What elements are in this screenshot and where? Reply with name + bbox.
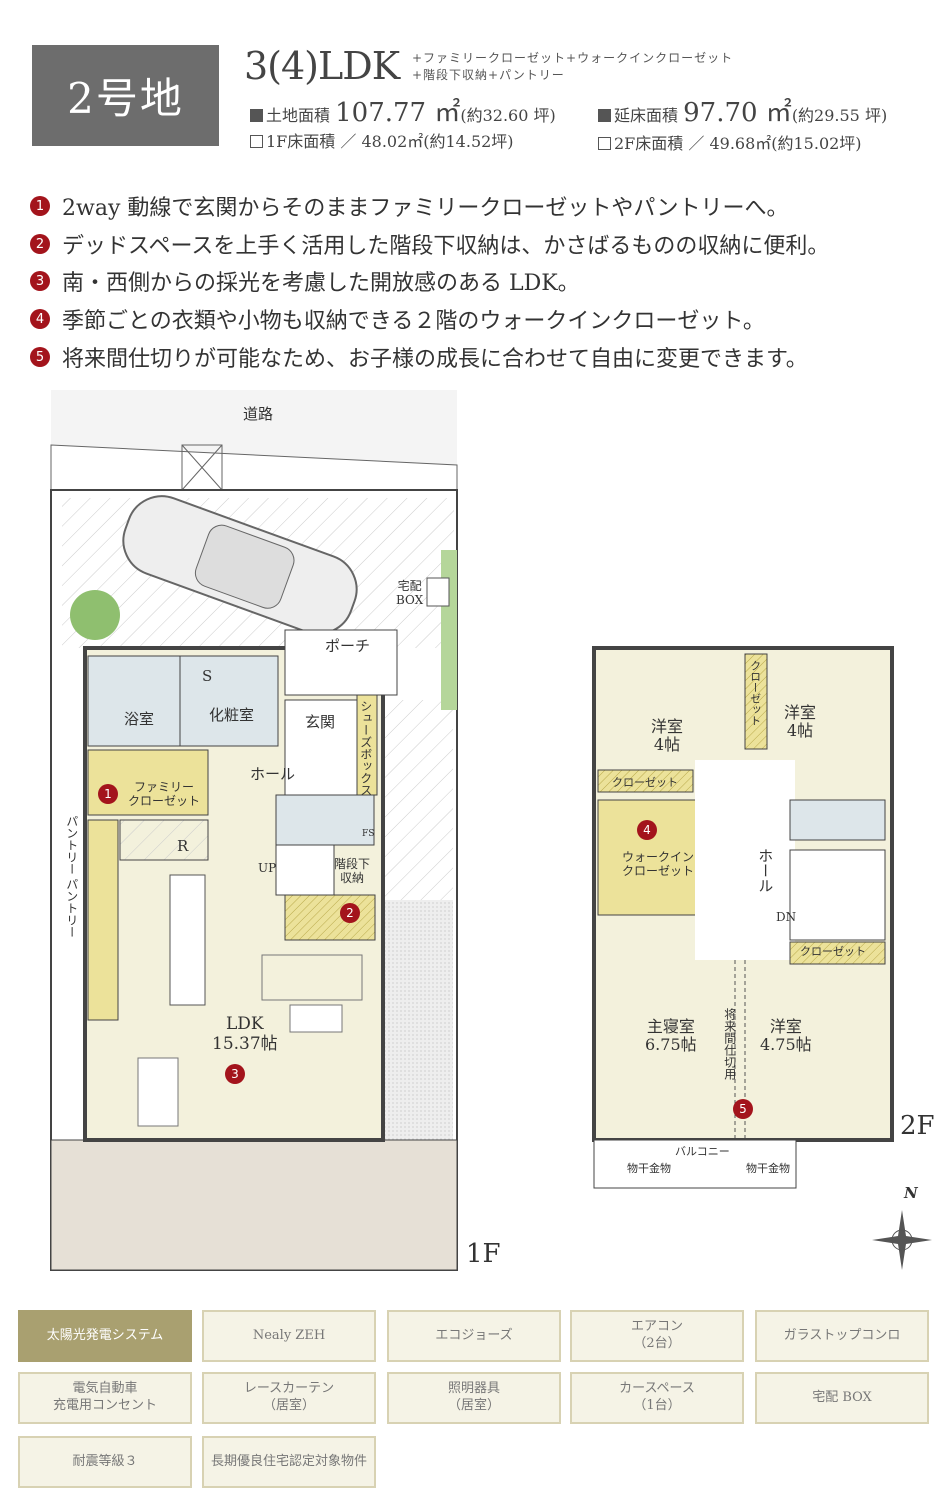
floor-area-label: 延床面積: [614, 106, 679, 125]
2f-area: 2F床面積 ／ 49.68㎡(約15.02坪): [598, 130, 862, 154]
master-bedroom-label: 主寝室 6.75帖: [645, 1017, 697, 1055]
marker-2: 2: [340, 903, 360, 923]
washroom-label: 化粧室: [209, 706, 255, 724]
bath-label: 浴室: [124, 710, 155, 728]
point-text: 将来間仕切りが可能なため、お子様の成長に合わせて自由に変更できます。: [62, 347, 808, 372]
feature-tile: Nealy ZEH: [202, 1310, 376, 1362]
feature-point: 2 デッドスペースを上手く活用した階段下収納は、かさばるものの収納に便利。: [30, 228, 829, 260]
family-closet-label: ファミリー クローゼット: [128, 780, 201, 808]
compass-icon: [872, 1210, 932, 1270]
feature-tile: 太陽光発電システム: [18, 1310, 192, 1362]
floor-area-tsubo: (約29.55 坪): [791, 106, 888, 125]
point-text: 2way 動線で玄関からそのままファミリークローゼットやパントリーへ。: [62, 196, 789, 221]
under-stairs-storage-label: 階段下 収納: [334, 857, 371, 885]
floor-plan-2f: [592, 646, 894, 1189]
2f-area-text: 2F床面積 ／ 49.68㎡(約15.02坪): [614, 134, 862, 153]
land-area-value: 107.77 ㎡: [335, 98, 461, 128]
balcony-label: バルコニー: [675, 1145, 730, 1158]
closet-2-label: クローゼット: [800, 945, 866, 958]
marker-5: 5: [733, 1099, 753, 1119]
floor-area: 延床面積 97.70 ㎡(約29.55 坪): [598, 92, 887, 129]
feature-point: 3 南・西側からの採光を考慮した開放感のある LDK。: [30, 265, 580, 297]
feature-tile: 長期優良住宅認定対象物件: [202, 1436, 376, 1488]
marker-3: 3: [225, 1064, 245, 1084]
feature-tile: エコジョーズ: [387, 1310, 561, 1362]
storage-s-label: S: [202, 667, 213, 685]
walk-in-closet-label: ウォークイン クローゼット: [622, 850, 695, 878]
filled-square-icon: [598, 109, 611, 122]
floor-area-value: 97.70 ㎡: [683, 98, 792, 128]
floor-label-2f: 2F: [900, 1111, 935, 1141]
open-square-icon: [598, 137, 611, 150]
entrance-label: 玄関: [305, 713, 336, 731]
pantry-label-1: パントリー: [64, 815, 79, 875]
point-number-badge: 2: [30, 234, 50, 254]
marker-1: 1: [98, 784, 118, 804]
feature-tile: 電気自動車 充電用コンセント: [18, 1372, 192, 1424]
pantry-label-2: パントリー: [64, 878, 79, 938]
hanger-1-label: 物干金物: [627, 1162, 671, 1175]
point-text: 南・西側からの採光を考慮した開放感のある LDK。: [62, 271, 580, 296]
point-number-badge: 4: [30, 309, 50, 329]
point-number-badge: 5: [30, 347, 50, 367]
feature-tile: 照明器具 （居室）: [387, 1372, 561, 1424]
future-partition-label: 将来間仕切用: [722, 1008, 737, 1080]
hall-label: ホール: [250, 765, 296, 783]
feature-tile: エアコン （2台）: [570, 1310, 744, 1362]
feature-tile: 耐震等級３: [18, 1436, 192, 1488]
floor-plan-1f: [50, 390, 458, 1271]
point-text: 季節ごとの衣類や小物も収納できる２階のウォークインクローゼット。: [62, 309, 765, 334]
shoe-box-label: シューズボックス: [358, 700, 373, 796]
western-room-2-label: 洋室 4帖: [784, 703, 817, 741]
marker-4: 4: [637, 820, 657, 840]
dn-label: DN: [776, 910, 797, 924]
feature-tile: レースカーテン （居室）: [202, 1372, 376, 1424]
car-icon: [122, 495, 358, 635]
point-text: デッドスペースを上手く活用した階段下収納は、かさばるものの収納に便利。: [62, 234, 830, 259]
western-room-3-label: 洋室 4.75帖: [760, 1017, 812, 1055]
point-number-badge: 1: [30, 196, 50, 216]
feature-tile: 宅配 BOX: [755, 1372, 929, 1424]
hanger-2-label: 物干金物: [746, 1162, 790, 1175]
feature-tile: カースペース （1台）: [570, 1372, 744, 1424]
feature-point: 4 季節ごとの衣類や小物も収納できる２階のウォークインクローゼット。: [30, 303, 765, 335]
hall-2f-label: ホール: [756, 848, 775, 893]
land-area: 土地面積 107.77 ㎡(約32.60 坪): [250, 92, 556, 129]
delivery-box-label: 宅配 BOX: [396, 579, 424, 607]
up-label: UP: [258, 861, 277, 875]
land-area-label: 土地面積: [266, 106, 331, 125]
feature-point: 5 将来間仕切りが可能なため、お子様の成長に合わせて自由に変更できます。: [30, 341, 808, 373]
feature-point: 1 2way 動線で玄関からそのままファミリークローゼットやパントリーへ。: [30, 190, 788, 222]
refrigerator-label: R: [177, 837, 189, 855]
1f-area-text: 1F床面積 ／ 48.02㎡(約14.52坪): [266, 132, 514, 151]
point-number-badge: 3: [30, 271, 50, 291]
extras-line-2: +階段下収納+パントリー: [412, 68, 565, 82]
fs-label: FS: [362, 829, 375, 839]
land-area-tsubo: (約32.60 坪): [460, 106, 556, 125]
filled-square-icon: [250, 109, 263, 122]
closet-vertical-label: クローゼット: [748, 660, 762, 726]
compass-north-label: N: [904, 1184, 918, 1202]
extras-line-1: +ファミリークローゼット+ウォークインクローゼット: [412, 51, 734, 65]
layout-type: 3(4)LDK: [244, 44, 400, 88]
porch-label: ポーチ: [325, 637, 371, 655]
feature-tile: ガラストップコンロ: [755, 1310, 929, 1362]
lot-number-badge: 2号地: [32, 45, 219, 146]
ldk-label: LDK 15.37帖: [212, 1014, 278, 1054]
1f-area: 1F床面積 ／ 48.02㎡(約14.52坪): [250, 128, 514, 152]
western-room-1-label: 洋室 4帖: [651, 717, 684, 755]
open-square-icon: [250, 135, 263, 148]
floor-label-1f: 1F: [466, 1239, 501, 1269]
closet-1-label: クローゼット: [612, 776, 678, 789]
road-label: 道路: [243, 405, 274, 423]
